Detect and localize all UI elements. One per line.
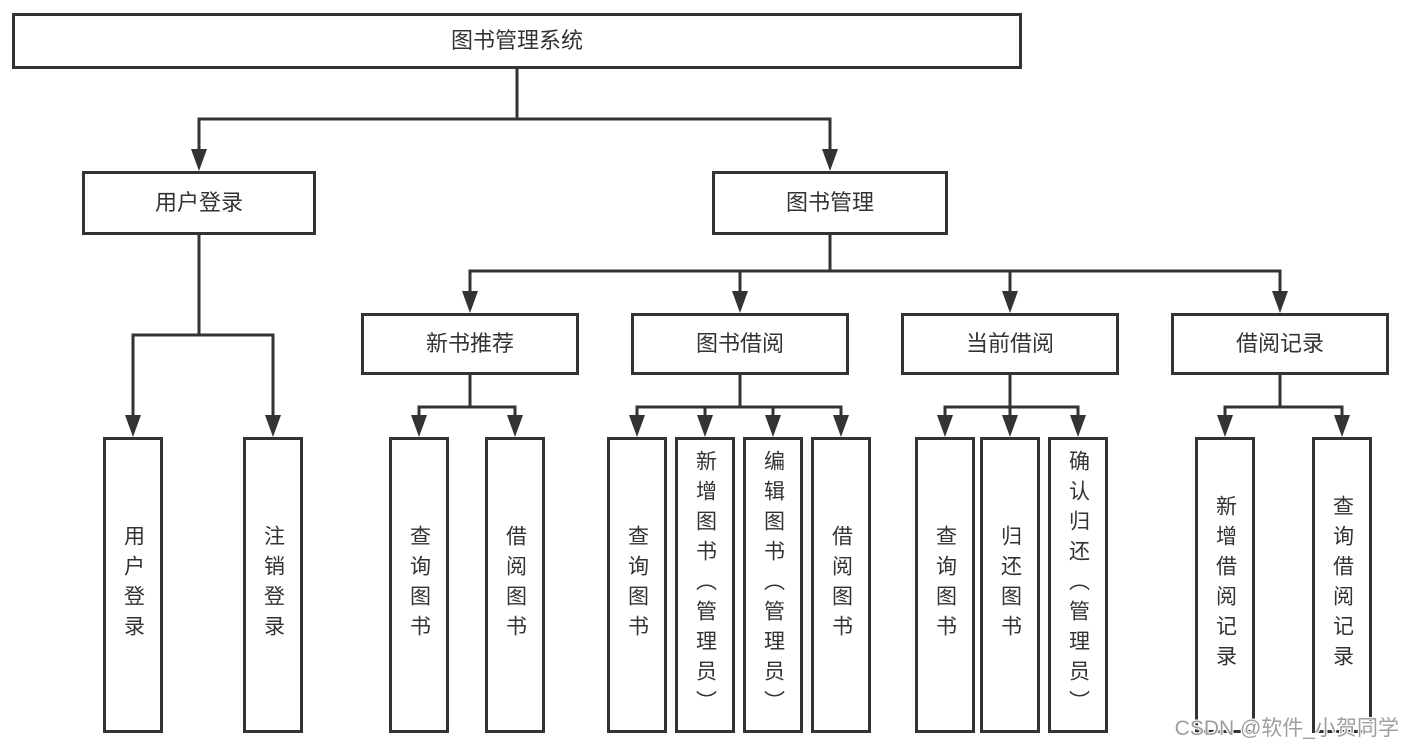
node-user-login: 用户登录 [103, 437, 163, 733]
node-edit-book-admin: 编辑图书（管理员） [743, 437, 803, 733]
node-logout: 注销登录 [243, 437, 303, 733]
node-query-borrow-record: 查询借阅记录 [1312, 437, 1372, 733]
node-confirm-return-admin: 确认归还（管理员） [1048, 437, 1108, 733]
csdn-watermark: CSDN @软件_小贺同学 [1174, 717, 1399, 740]
node-add-book-admin: 新增图书（管理员） [675, 437, 735, 733]
node-query-books-borrow: 查询图书 [607, 437, 667, 733]
node-return-book: 归还图书 [980, 437, 1040, 733]
node-book-management-module: 图书管理 [712, 171, 948, 235]
node-borrowing-records: 借阅记录 [1171, 313, 1389, 375]
node-root-library-system: 图书管理系统 [12, 13, 1022, 69]
node-borrow-books-recommend: 借阅图书 [485, 437, 545, 733]
node-borrow-books: 借阅图书 [811, 437, 871, 733]
node-query-books-recommend: 查询图书 [389, 437, 449, 733]
node-new-book-recommendation: 新书推荐 [361, 313, 579, 375]
node-user-login-module: 用户登录 [82, 171, 316, 235]
arrow-down-icons [125, 149, 1350, 437]
node-book-borrowing: 图书借阅 [631, 313, 849, 375]
node-add-borrow-record: 新增借阅记录 [1195, 437, 1255, 733]
node-query-books-current: 查询图书 [915, 437, 975, 733]
node-current-borrowing: 当前借阅 [901, 313, 1119, 375]
